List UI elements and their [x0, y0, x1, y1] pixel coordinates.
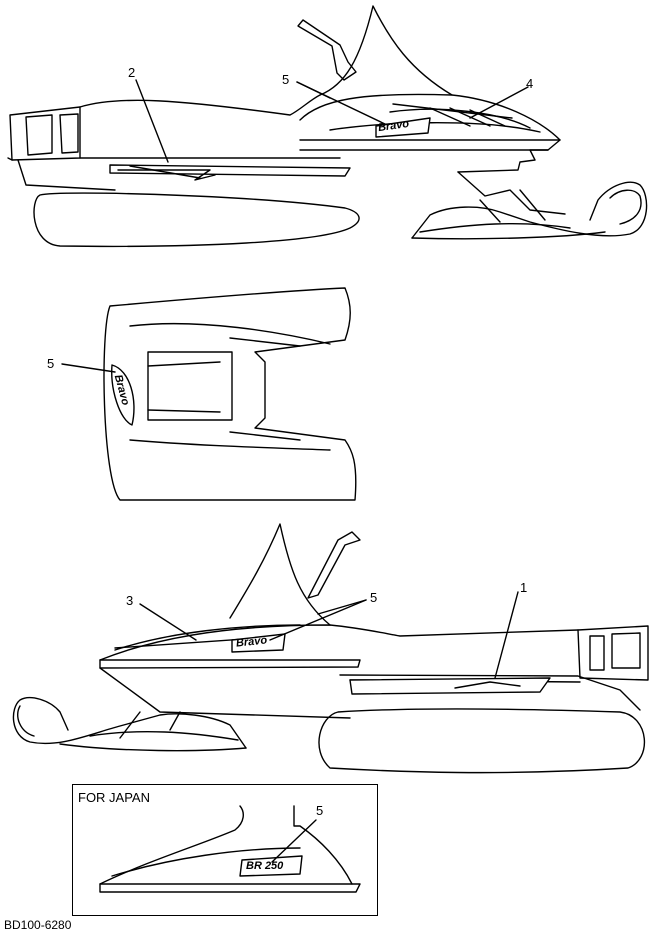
leader-line-4-top	[469, 86, 529, 119]
callout-1: 1	[520, 580, 528, 595]
callout-3: 3	[126, 593, 134, 608]
leader-line-5-bottom-a	[269, 599, 367, 641]
snowmobile-side-view-bottom	[12, 523, 649, 774]
japan-hood-view	[99, 805, 361, 893]
leader-line-1	[494, 591, 519, 679]
callout-5-hood: 5	[47, 356, 55, 371]
callout-5-japan: 5	[316, 803, 324, 818]
callout-2: 2	[128, 65, 136, 80]
hood-top-view	[103, 287, 357, 501]
leader-line-5-hood	[61, 363, 116, 373]
br250-decal-japan: BR 250	[246, 860, 284, 872]
callout-5-top: 5	[282, 72, 290, 87]
callout-5-bottom: 5	[370, 590, 378, 605]
leader-line-5-japan	[271, 819, 317, 863]
leader-line-5-top-b	[296, 81, 386, 125]
for-japan-label: FOR JAPAN	[78, 790, 150, 805]
callout-4: 4	[526, 76, 534, 91]
for-japan-inset-box	[72, 784, 378, 916]
leader-line-3	[139, 603, 197, 641]
leader-line-5-bottom-b	[317, 599, 367, 615]
leader-line-2-top	[135, 79, 169, 163]
snowmobile-side-view-top	[7, 5, 648, 248]
drawing-code: BD100-6280	[4, 918, 72, 932]
